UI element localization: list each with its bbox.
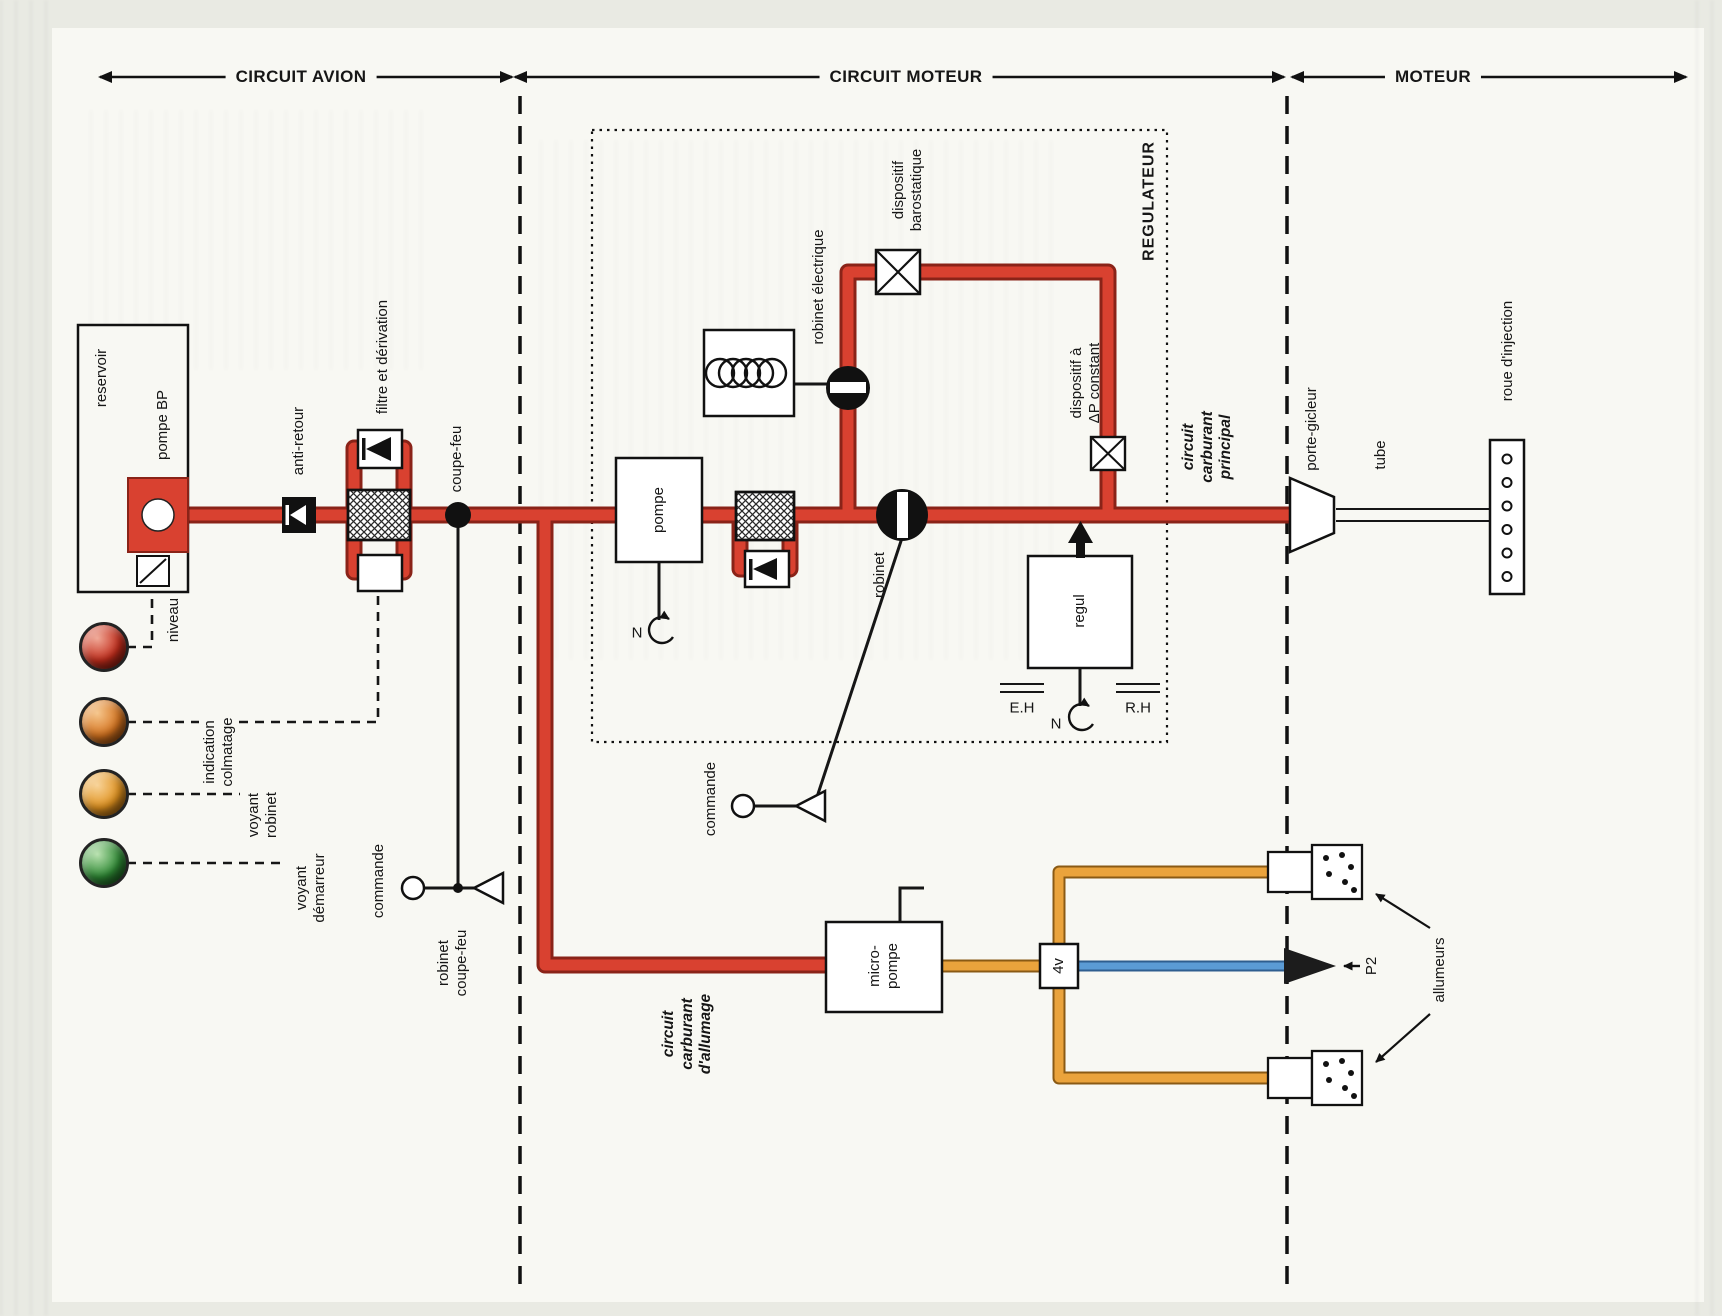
filtre-regulateur-assembly <box>734 490 796 589</box>
label-coupe-feu: coupe-feu <box>448 425 465 493</box>
dispositif-barostatique-icon <box>874 248 922 296</box>
label-dispositif-dp: dispositif à ΔP constant <box>1068 342 1103 424</box>
coil-icon <box>704 357 788 389</box>
label-indication-colmatage: indication colmatage <box>199 716 239 788</box>
label-n-pompe: N <box>631 624 643 642</box>
section-title-circuit-avion: CIRCUIT AVION <box>225 67 377 87</box>
pompe-moteur-assembly <box>614 456 704 645</box>
label-filtre-derivation: filtre et dérivation <box>374 299 391 415</box>
coupe-feu-valve-icon <box>445 502 471 528</box>
label-eh: E.H <box>1009 699 1035 717</box>
figure-background <box>52 28 1704 1302</box>
allumeur-bas-icon <box>1266 1049 1364 1107</box>
label-n-regul: N <box>1050 715 1062 733</box>
label-dispositif-barostatique: dispositif barostatique <box>890 148 925 232</box>
micro-pompe-box <box>824 920 944 1014</box>
electrovanne-coil-assembly <box>702 328 796 418</box>
filter-port-box <box>356 553 404 593</box>
label-regul: regul <box>1071 594 1088 628</box>
label-rh: R.H <box>1125 699 1151 717</box>
section-title-moteur: MOTEUR <box>1384 67 1482 87</box>
porte-gicleur-icon <box>1288 476 1336 554</box>
commande-knob-icon <box>730 793 756 819</box>
commande-robinet-assembly <box>730 788 827 824</box>
roue-injection-icon <box>1488 438 1526 596</box>
shaft-and-tube-lines <box>1000 508 1490 693</box>
label-robinet-coupe-feu: robinet coupe-feu <box>435 929 470 997</box>
label-p2: P2 <box>1363 956 1380 976</box>
label-commande-robinet: commande <box>702 761 719 837</box>
label-pompe-bp: pompe BP <box>154 389 171 461</box>
voyant-robinet-light <box>79 769 129 819</box>
label-voyant-demarreur: voyant démarreur <box>293 853 328 923</box>
bypass-check-valve-icon <box>743 549 791 589</box>
dispositif-dp-constant-icon <box>1089 435 1127 472</box>
anti-retour-valve-icon <box>282 497 316 533</box>
valve-triangle-icon <box>471 870 505 906</box>
voyant-niveau-light <box>79 622 129 672</box>
rotation-arrow-icon <box>647 610 675 645</box>
label-micro-pompe: micro- pompe <box>866 943 901 989</box>
label-regulateur: REGULATEUR <box>1140 141 1158 261</box>
voyant-colmatage-light <box>79 697 129 747</box>
regulateur-boundary <box>590 128 1169 744</box>
label-allumeurs: allumeurs <box>1431 937 1448 1003</box>
label-robinet-principal: robinet <box>871 552 888 598</box>
bypass-check-valve-icon <box>356 428 404 470</box>
regul-block-assembly <box>1026 521 1134 732</box>
allumeur-haut-icon <box>1266 843 1364 901</box>
niveau-sensor-icon <box>136 555 170 587</box>
allumeurs-pointer-arrows <box>1375 893 1431 1063</box>
label-porte-gicleur: porte-gicleur <box>1303 387 1320 471</box>
quatre-v-box <box>1038 942 1080 990</box>
ignition-circuit-lines <box>938 872 1272 1078</box>
label-quatre-v: 4v <box>1050 958 1067 974</box>
label-anti-retour: anti-retour <box>290 406 307 476</box>
filter-element-icon <box>734 490 796 542</box>
regul-up-arrow-icon <box>1068 521 1093 558</box>
commande-knob-icon <box>400 875 426 901</box>
robinet-electrique-icon <box>826 366 870 410</box>
control-lines <box>413 382 1082 922</box>
label-tube: tube <box>1372 440 1389 470</box>
section-title-circuit-moteur: CIRCUIT MOTEUR <box>819 67 993 87</box>
label-niveau: niveau <box>165 597 182 643</box>
filter-element-icon <box>346 488 412 542</box>
pompe-bp-rotor <box>141 498 175 532</box>
valve-triangle-icon <box>793 788 827 824</box>
label-pompe-moteur: pompe <box>650 487 667 533</box>
label-commande-coupe-feu: commande <box>370 843 387 919</box>
voyant-demarreur-light <box>79 838 129 888</box>
reservoir-assembly <box>76 323 190 594</box>
label-circuit-principal: circuit carburant principal <box>1180 411 1235 483</box>
p2-nozzle-icon <box>1284 948 1360 984</box>
robinet-coupe-feu-assembly <box>400 870 505 906</box>
robinet-principal-icon <box>876 489 928 541</box>
label-voyant-robinet: voyant robinet <box>245 792 280 838</box>
filtre-derivation-assembly <box>346 428 412 593</box>
label-roue-injection: roue d'injection <box>1499 300 1516 402</box>
label-robinet-electrique: robinet électrique <box>810 229 827 345</box>
rotation-arrow-icon <box>1067 697 1095 732</box>
label-reservoir: reservoir <box>93 348 110 408</box>
label-circuit-allumage: circuit carburant d'allumage <box>660 993 715 1075</box>
